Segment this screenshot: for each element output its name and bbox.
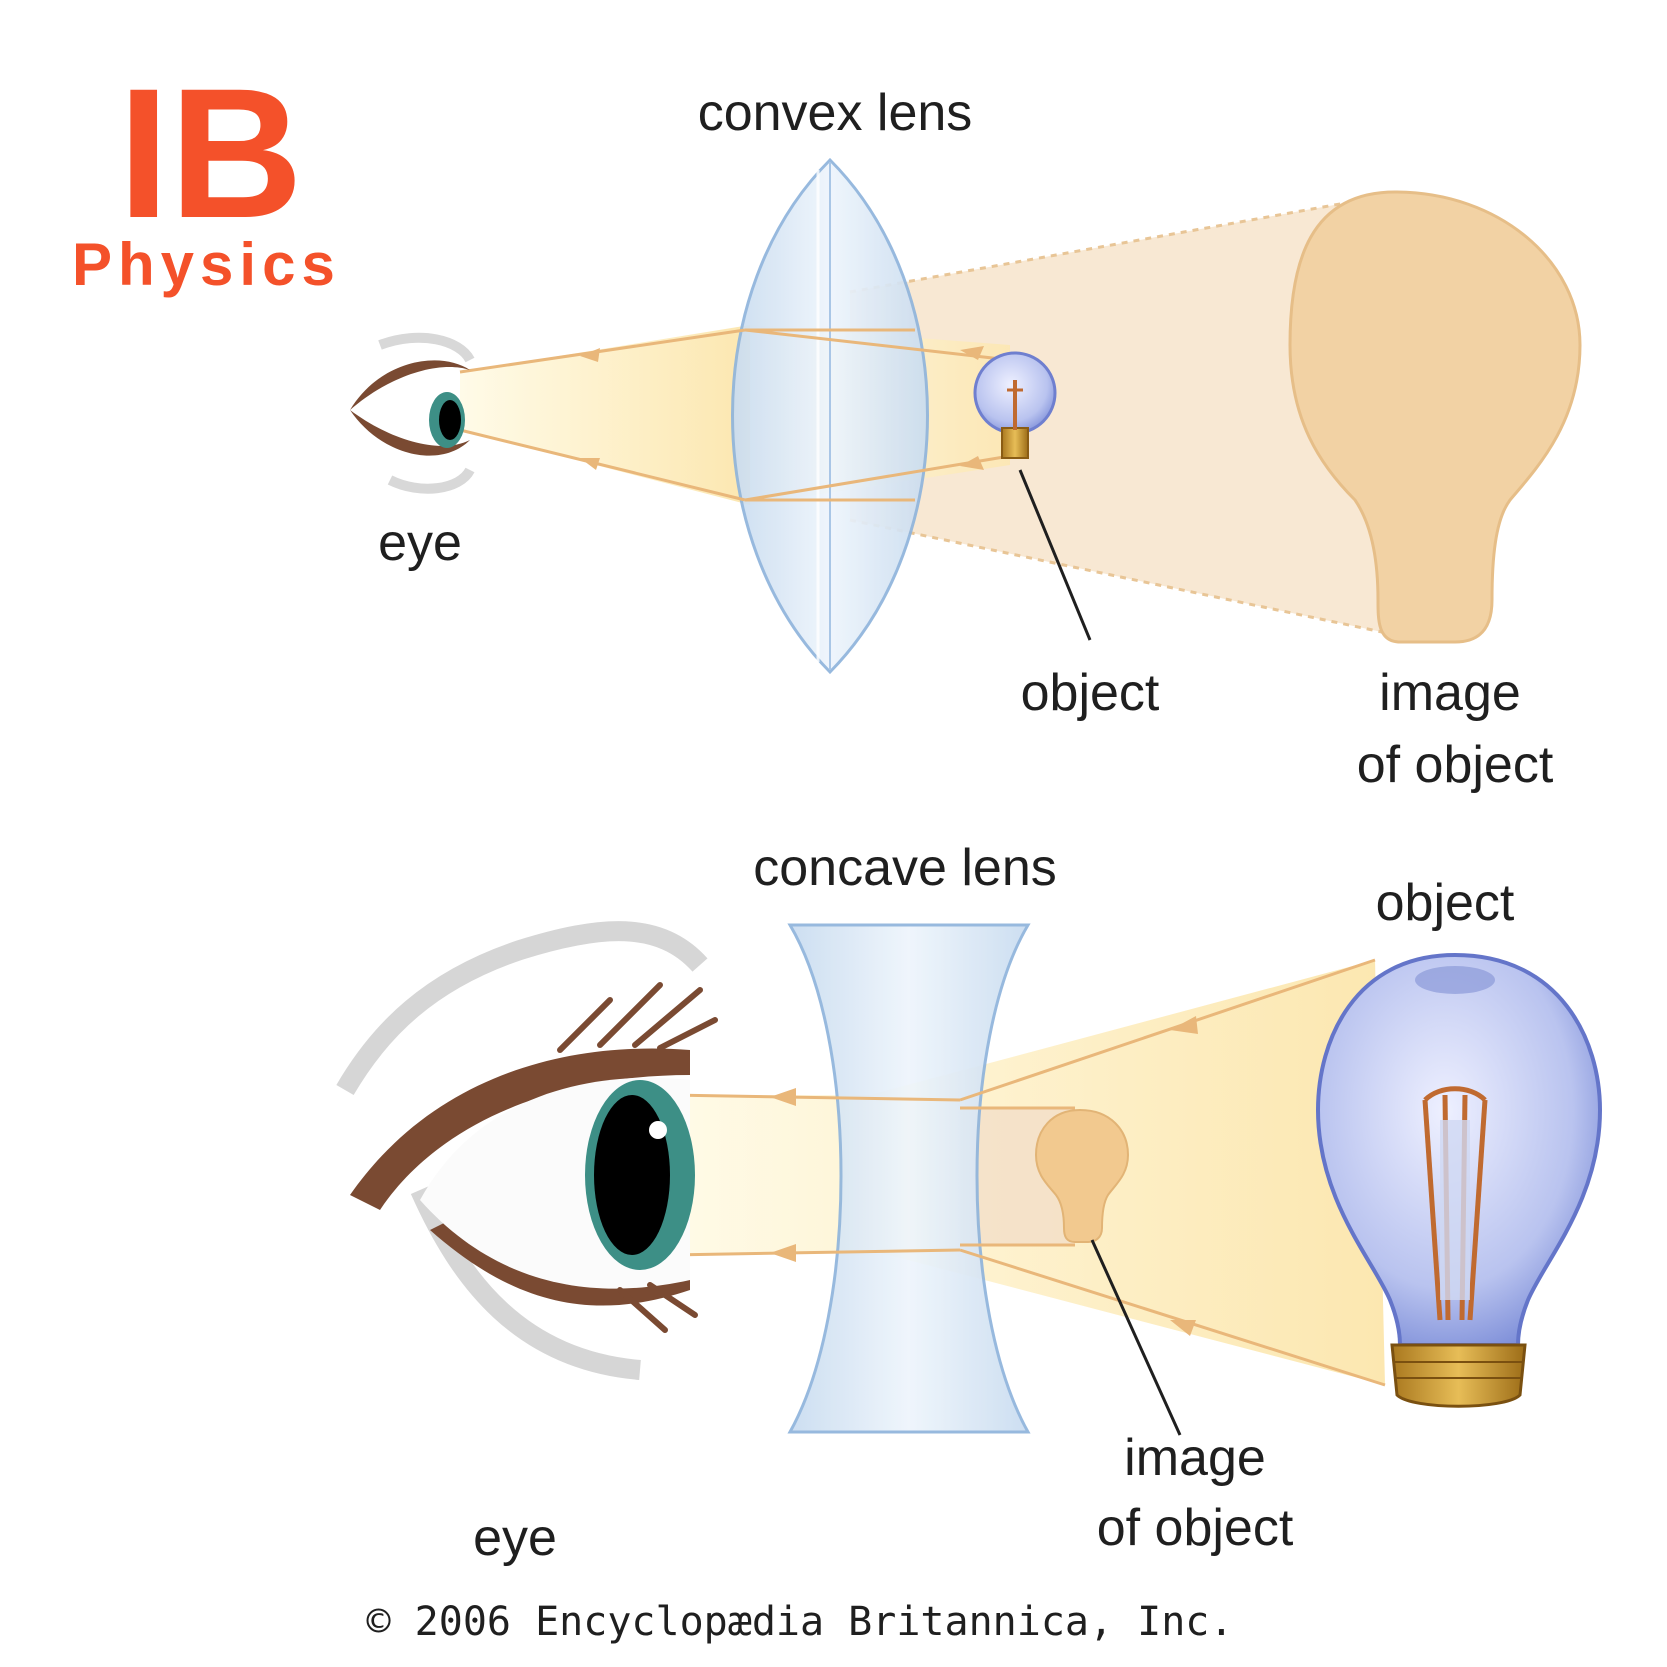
image-label-bottom-line2: of object bbox=[1097, 1499, 1294, 1557]
image-of-object-small bbox=[1034, 1108, 1130, 1243]
ray-arrows-bottom bbox=[770, 1016, 1198, 1336]
concave-lens bbox=[787, 923, 1031, 1434]
concave-lens-diagram: concave lens object eye image of object bbox=[336, 839, 1603, 1567]
ray-arrows bbox=[580, 346, 984, 470]
eye-small-icon bbox=[350, 332, 475, 494]
object-bulb-large bbox=[1315, 952, 1603, 1408]
eye-large-icon bbox=[336, 921, 718, 1380]
convex-lens-diagram: convex lens eye object image of object bbox=[350, 84, 1582, 794]
image-label-bottom-line1: image bbox=[1124, 1429, 1266, 1487]
object-pointer bbox=[1018, 469, 1092, 641]
light-cone-to-eye bbox=[460, 325, 750, 505]
image-pointer-bottom bbox=[1090, 1239, 1182, 1436]
convex-lens-label: convex lens bbox=[698, 84, 973, 142]
logo-subtitle: Physics bbox=[72, 231, 341, 298]
copyright-notice: © 2006 Encyclopædia Britannica, Inc. bbox=[367, 1599, 1234, 1645]
ib-physics-logo: IB Physics bbox=[72, 51, 341, 298]
image-label-top-line2: of object bbox=[1357, 736, 1554, 794]
object-bulb-small bbox=[973, 351, 1057, 459]
object-label-bottom: object bbox=[1376, 874, 1515, 932]
logo-title: IB bbox=[118, 51, 303, 257]
concave-lens-label: concave lens bbox=[753, 839, 1057, 897]
eye-label-bottom: eye bbox=[473, 1509, 557, 1567]
image-of-object-silhouette bbox=[1288, 190, 1582, 644]
image-label-top-line1: image bbox=[1379, 664, 1521, 722]
rays-bottom bbox=[669, 958, 1386, 1387]
eye-label-top: eye bbox=[378, 514, 462, 572]
object-label-top: object bbox=[1021, 664, 1160, 722]
